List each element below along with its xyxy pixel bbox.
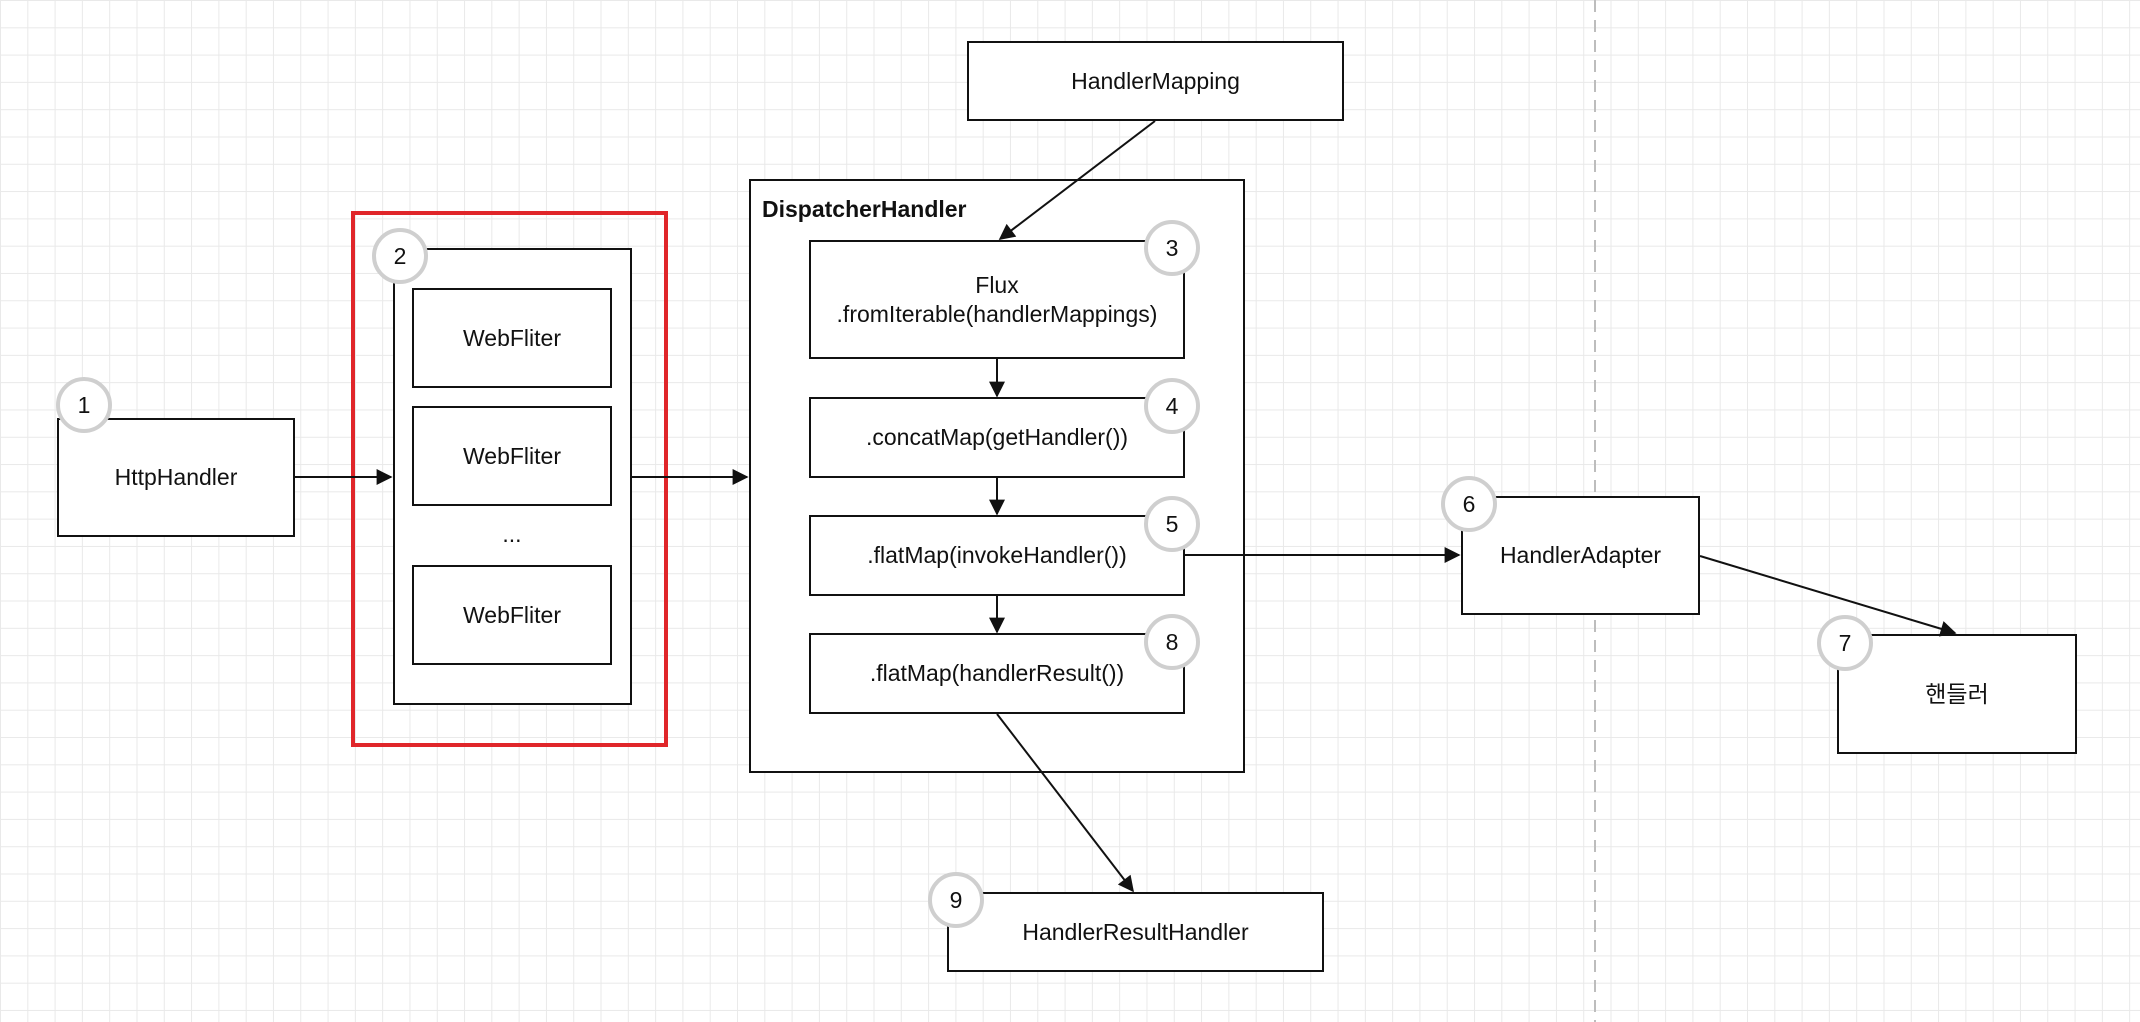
http-handler-node[interactable]: HttpHandler [57,418,295,537]
invoke-handler-step[interactable]: .flatMap(invokeHandler()) [809,515,1185,596]
filter-chain-highlight [351,211,668,747]
concat-map-label: .concatMap(getHandler()) [865,424,1129,451]
step-badge-7: 7 [1817,615,1873,671]
step-badge-4: 4 [1144,378,1200,434]
step-badge-9: 9 [928,872,984,928]
step-badge-5: 5 [1144,496,1200,552]
handler-mapping-label: HandlerMapping [1071,67,1240,94]
web-filter-label-2: WebFliter [463,442,561,469]
step-badge-8: 8 [1144,614,1200,670]
handler-adapter-label: HandlerAdapter [1499,542,1662,569]
handler-mapping-node[interactable]: HandlerMapping [967,41,1344,121]
web-filter-label-3: WebFliter [463,601,561,628]
handler-node[interactable]: 핸들러 [1837,634,2077,754]
step-badge-2: 2 [372,228,428,284]
web-filter-node-1[interactable]: WebFliter [412,288,612,388]
step-badge-6: 6 [1441,476,1497,532]
flux-from-iterable-step[interactable]: Flux .fromIterable(handlerMappings) [809,240,1185,359]
handler-label: 핸들러 [1925,680,1989,707]
handler-result-label: .flatMap(handlerResult()) [869,660,1125,687]
handler-result-handler-node[interactable]: HandlerResultHandler [947,892,1324,972]
web-filter-label-1: WebFliter [463,324,561,351]
http-handler-label: HttpHandler [114,464,238,491]
handler-result-step[interactable]: .flatMap(handlerResult()) [809,633,1185,714]
web-filter-ellipsis: ... [502,521,522,547]
handler-result-handler-label: HandlerResultHandler [1022,918,1249,945]
web-filter-node-3[interactable]: WebFliter [412,565,612,665]
handler-adapter-node[interactable]: HandlerAdapter [1461,496,1700,615]
flux-from-iterable-label: Flux .fromIterable(handlerMappings) [836,271,1158,327]
step-badge-1: 1 [56,377,112,433]
concat-map-step[interactable]: .concatMap(getHandler()) [809,397,1185,478]
step-badge-3: 3 [1144,220,1200,276]
dispatcher-handler-title: DispatcherHandler [762,196,967,222]
invoke-handler-label: .flatMap(invokeHandler()) [867,542,1127,569]
web-filter-node-2[interactable]: WebFliter [412,406,612,506]
